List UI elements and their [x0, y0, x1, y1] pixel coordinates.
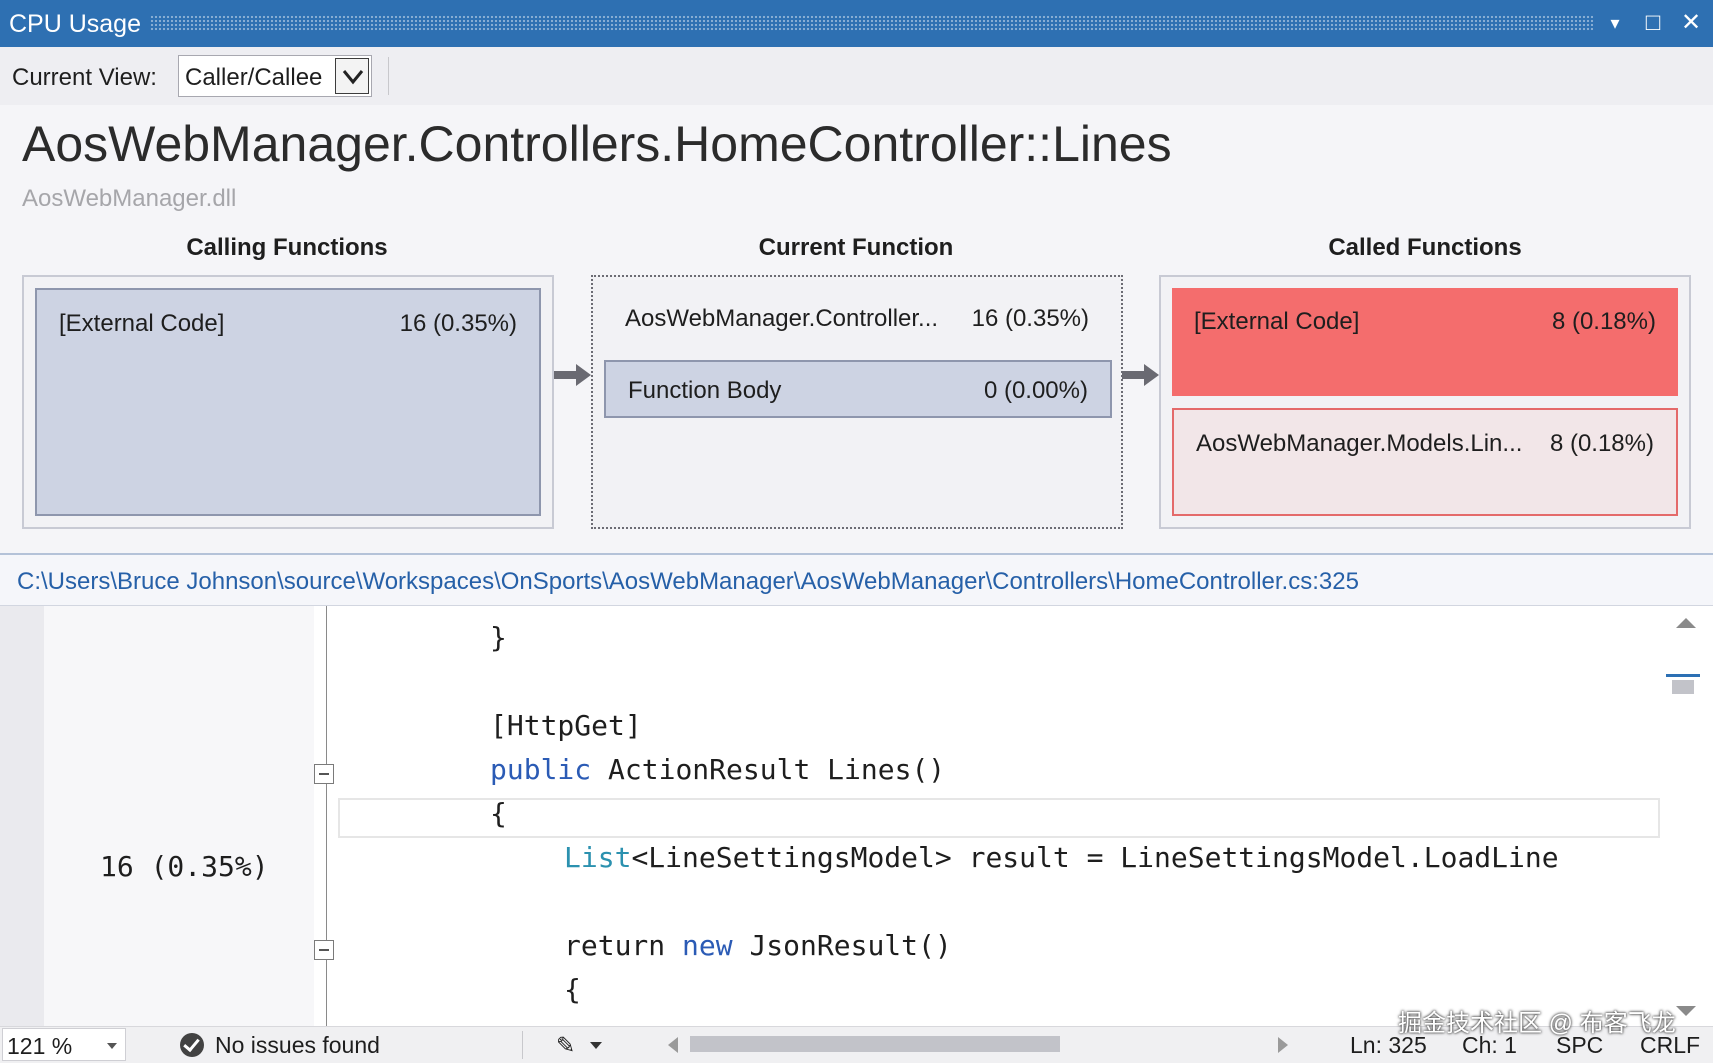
close-icon[interactable]: ✕: [1680, 9, 1702, 36]
function-title: AosWebManager.Controllers.HomeController…: [22, 116, 1172, 172]
arrow-right-icon: [1122, 364, 1159, 386]
function-body-item[interactable]: Function Body 0 (0.00%): [604, 360, 1112, 418]
line-ending[interactable]: CRLF: [1640, 1032, 1701, 1058]
outline-line: [326, 606, 327, 1026]
current-view-label: Current View:: [12, 64, 157, 91]
vertical-scrollbar[interactable]: [1662, 606, 1713, 1026]
indent-mode[interactable]: SPC: [1556, 1032, 1604, 1058]
code-text: JsonResult(): [732, 929, 952, 962]
code-text: ActionResult Lines(): [591, 753, 946, 786]
called-function-item[interactable]: AosWebManager.Models.Lin... 8 (0.18%): [1172, 408, 1678, 516]
called-function-name: [External Code]: [1194, 308, 1360, 335]
chevron-down-icon[interactable]: [590, 1042, 602, 1049]
hot-line-value: 16 (0.35%): [100, 850, 269, 883]
dropdown-icon[interactable]: ▾: [1610, 13, 1620, 33]
brush-icon[interactable]: ✎: [556, 1032, 576, 1058]
horizontal-scroll-thumb[interactable]: [690, 1036, 1060, 1052]
function-body-name: Function Body: [628, 377, 782, 404]
called-functions-panel: [External Code] 8 (0.18%) AosWebManager.…: [1159, 275, 1691, 529]
current-function-name: AosWebManager.Controller...: [625, 305, 939, 332]
zoom-value: 121 %: [7, 1033, 73, 1059]
scroll-down-icon[interactable]: [1676, 1006, 1696, 1016]
arrow-right-icon: [554, 364, 591, 386]
called-functions-header: Called Functions: [1328, 234, 1522, 261]
keyword: public: [490, 753, 592, 786]
called-function-name: AosWebManager.Models.Lin...: [1196, 430, 1523, 457]
current-view-select[interactable]: Caller/Callee: [178, 55, 372, 97]
code-line: return new JsonResult(): [564, 929, 952, 962]
code-line: List<LineSettingsModel> result = LineSet…: [564, 841, 1559, 874]
scroll-up-icon[interactable]: [1676, 618, 1696, 628]
title-bar-grip[interactable]: [150, 15, 1593, 31]
calling-functions-panel: [External Code] 16 (0.35%): [22, 275, 554, 529]
function-body-value: 0 (0.00%): [983, 377, 1088, 404]
issues-status[interactable]: No issues found: [215, 1032, 380, 1058]
code-editor[interactable]: 16 (0.35%) } [HttpGet] public ActionResu…: [0, 606, 1713, 1026]
calling-function-item[interactable]: [External Code] 16 (0.35%): [35, 288, 541, 516]
window-title: CPU Usage: [9, 10, 141, 38]
collapse-icon[interactable]: [314, 764, 334, 784]
current-function-item[interactable]: AosWebManager.Controller... 16 (0.35%): [593, 277, 1121, 347]
cpu-gutter: [44, 606, 314, 1026]
collapse-icon[interactable]: [314, 940, 334, 960]
module-name: AosWebManager.dll: [22, 185, 237, 212]
code-line: {: [490, 797, 507, 830]
window-title-bar: CPU Usage ▾ □ ✕: [0, 0, 1713, 47]
keyword: new: [682, 929, 733, 962]
code-line: [HttpGet]: [490, 709, 642, 742]
maximize-icon[interactable]: □: [1645, 9, 1661, 36]
scroll-position-marker: [1666, 674, 1700, 677]
status-separator: [522, 1031, 523, 1059]
called-function-value: 8 (0.18%): [1549, 430, 1654, 457]
calling-function-value: 16 (0.35%): [399, 310, 517, 337]
scroll-thumb[interactable]: [1672, 680, 1694, 694]
chevron-down-icon[interactable]: [107, 1043, 117, 1049]
toolbar: Current View: Caller/Callee: [0, 47, 1713, 105]
current-line-highlight: [338, 798, 1660, 838]
current-function-value: 16 (0.35%): [971, 305, 1089, 332]
source-file-link[interactable]: C:\Users\Bruce Johnson\source\Workspaces…: [17, 568, 1359, 595]
code-text: return: [564, 929, 666, 962]
called-function-value: 8 (0.18%): [1551, 308, 1656, 335]
code-text: <LineSettingsModel> result = LineSetting…: [631, 841, 1559, 874]
current-function-panel: AosWebManager.Controller... 16 (0.35%) F…: [591, 275, 1123, 529]
check-circle-icon: [180, 1033, 204, 1057]
watermark: 掘金技术社区 @ 布客飞龙: [1398, 1010, 1676, 1037]
calling-functions-header: Calling Functions: [186, 234, 388, 261]
zoom-select[interactable]: 121 %: [2, 1028, 126, 1061]
called-function-item[interactable]: [External Code] 8 (0.18%): [1172, 288, 1678, 396]
editor-margin: [0, 606, 44, 1026]
code-line: }: [490, 621, 507, 654]
code-line: {: [564, 973, 581, 1006]
type-name: List: [564, 841, 632, 874]
column-number: Ch: 1: [1462, 1032, 1517, 1058]
code-line: public ActionResult Lines(): [490, 753, 945, 786]
current-function-header: Current Function: [758, 234, 954, 261]
calling-function-name: [External Code]: [59, 310, 225, 337]
scroll-left-icon[interactable]: [668, 1037, 678, 1053]
chevron-down-icon[interactable]: [335, 58, 369, 94]
status-bar: 121 % No issues found ✎ Ln: 325 Ch: 1 SP…: [0, 1026, 1713, 1063]
source-path-bar: C:\Users\Bruce Johnson\source\Workspaces…: [0, 553, 1713, 606]
toolbar-separator: [388, 57, 389, 95]
current-view-value: Caller/Callee: [185, 64, 323, 91]
scroll-right-icon[interactable]: [1278, 1037, 1288, 1053]
line-number: Ln: 325: [1350, 1032, 1427, 1058]
